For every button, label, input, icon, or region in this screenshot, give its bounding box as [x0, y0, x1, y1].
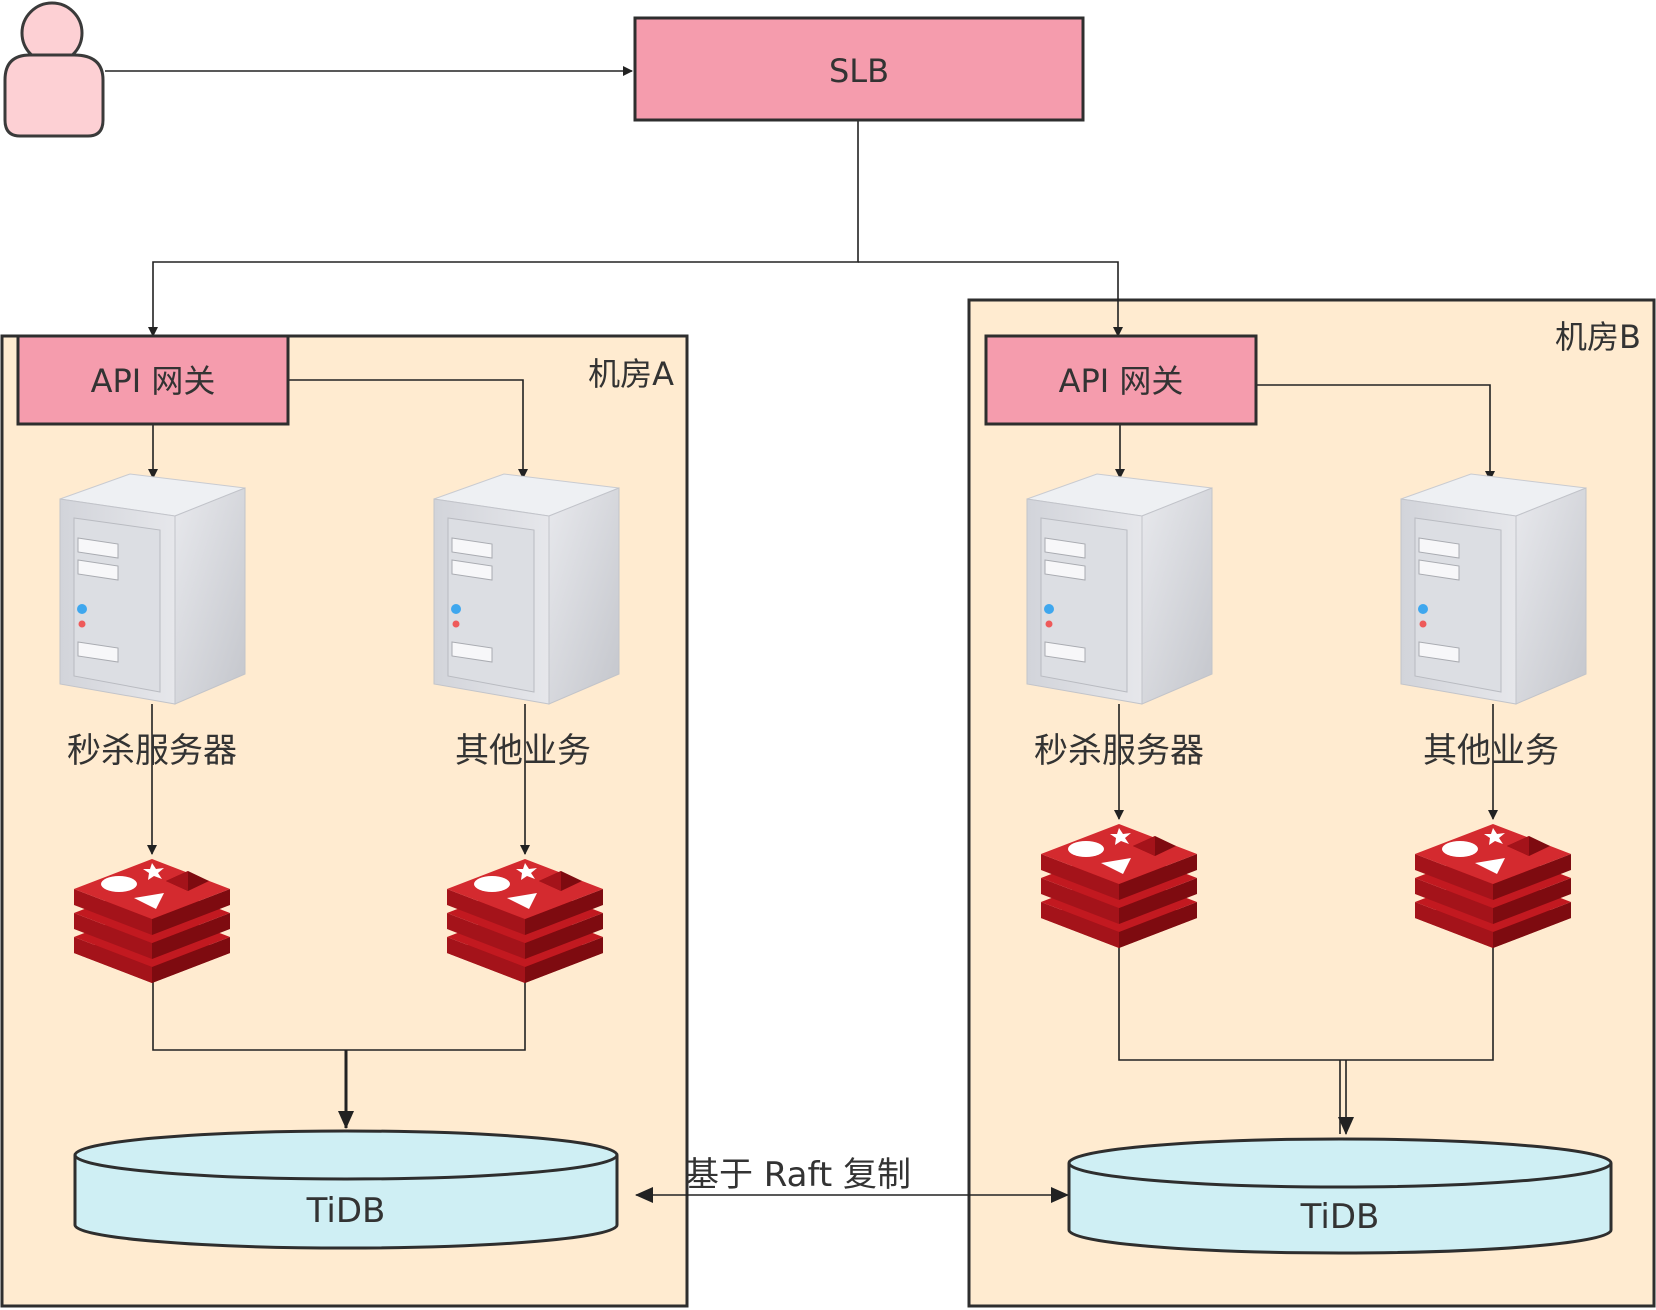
database-icon: TiDB: [73, 1129, 619, 1250]
room-b-label: 机房B: [1555, 318, 1641, 356]
server-icon: [1400, 473, 1587, 705]
merge-arrows: [338, 1050, 1354, 1203]
edge-b-redis-db: [1118, 947, 1494, 1061]
slb-box: SLB: [633, 16, 1085, 122]
room-b-server-2-label: 其他业务: [1423, 731, 1559, 771]
room-a-label: 机房A: [588, 355, 674, 393]
edge-slb-gateway-a: [148, 121, 859, 337]
room-a-server-1-label: 秒杀服务器: [67, 731, 237, 771]
room-b-db-label: TiDB: [1300, 1197, 1380, 1237]
edge-gwb-srv2: [1255, 384, 1495, 481]
edge-gwa-srv2: [288, 379, 528, 479]
database-icon: TiDB: [1067, 1137, 1613, 1255]
gateway-b: API 网关: [984, 334, 1258, 426]
edge-a-redis-db: [152, 982, 526, 1051]
connectors: [105, 66, 1498, 1061]
user-icon: [3, 1, 105, 138]
gateway-a: API 网关: [16, 334, 290, 426]
slb-label: SLB: [829, 52, 889, 90]
edge-slb-gateway-b: [858, 261, 1123, 337]
raft-replication-label: 基于 Raft 复制: [685, 1155, 911, 1195]
server-icon: [433, 473, 620, 705]
room-a-db-label: TiDB: [306, 1191, 386, 1231]
room-b-server-1-label: 秒杀服务器: [1034, 731, 1204, 771]
room-a-server-2-label: 其他业务: [455, 731, 591, 771]
gateway-b-label: API 网关: [1059, 362, 1184, 400]
server-icon: [59, 473, 246, 705]
gateway-a-label: API 网关: [91, 362, 216, 400]
server-icon: [1026, 473, 1213, 705]
